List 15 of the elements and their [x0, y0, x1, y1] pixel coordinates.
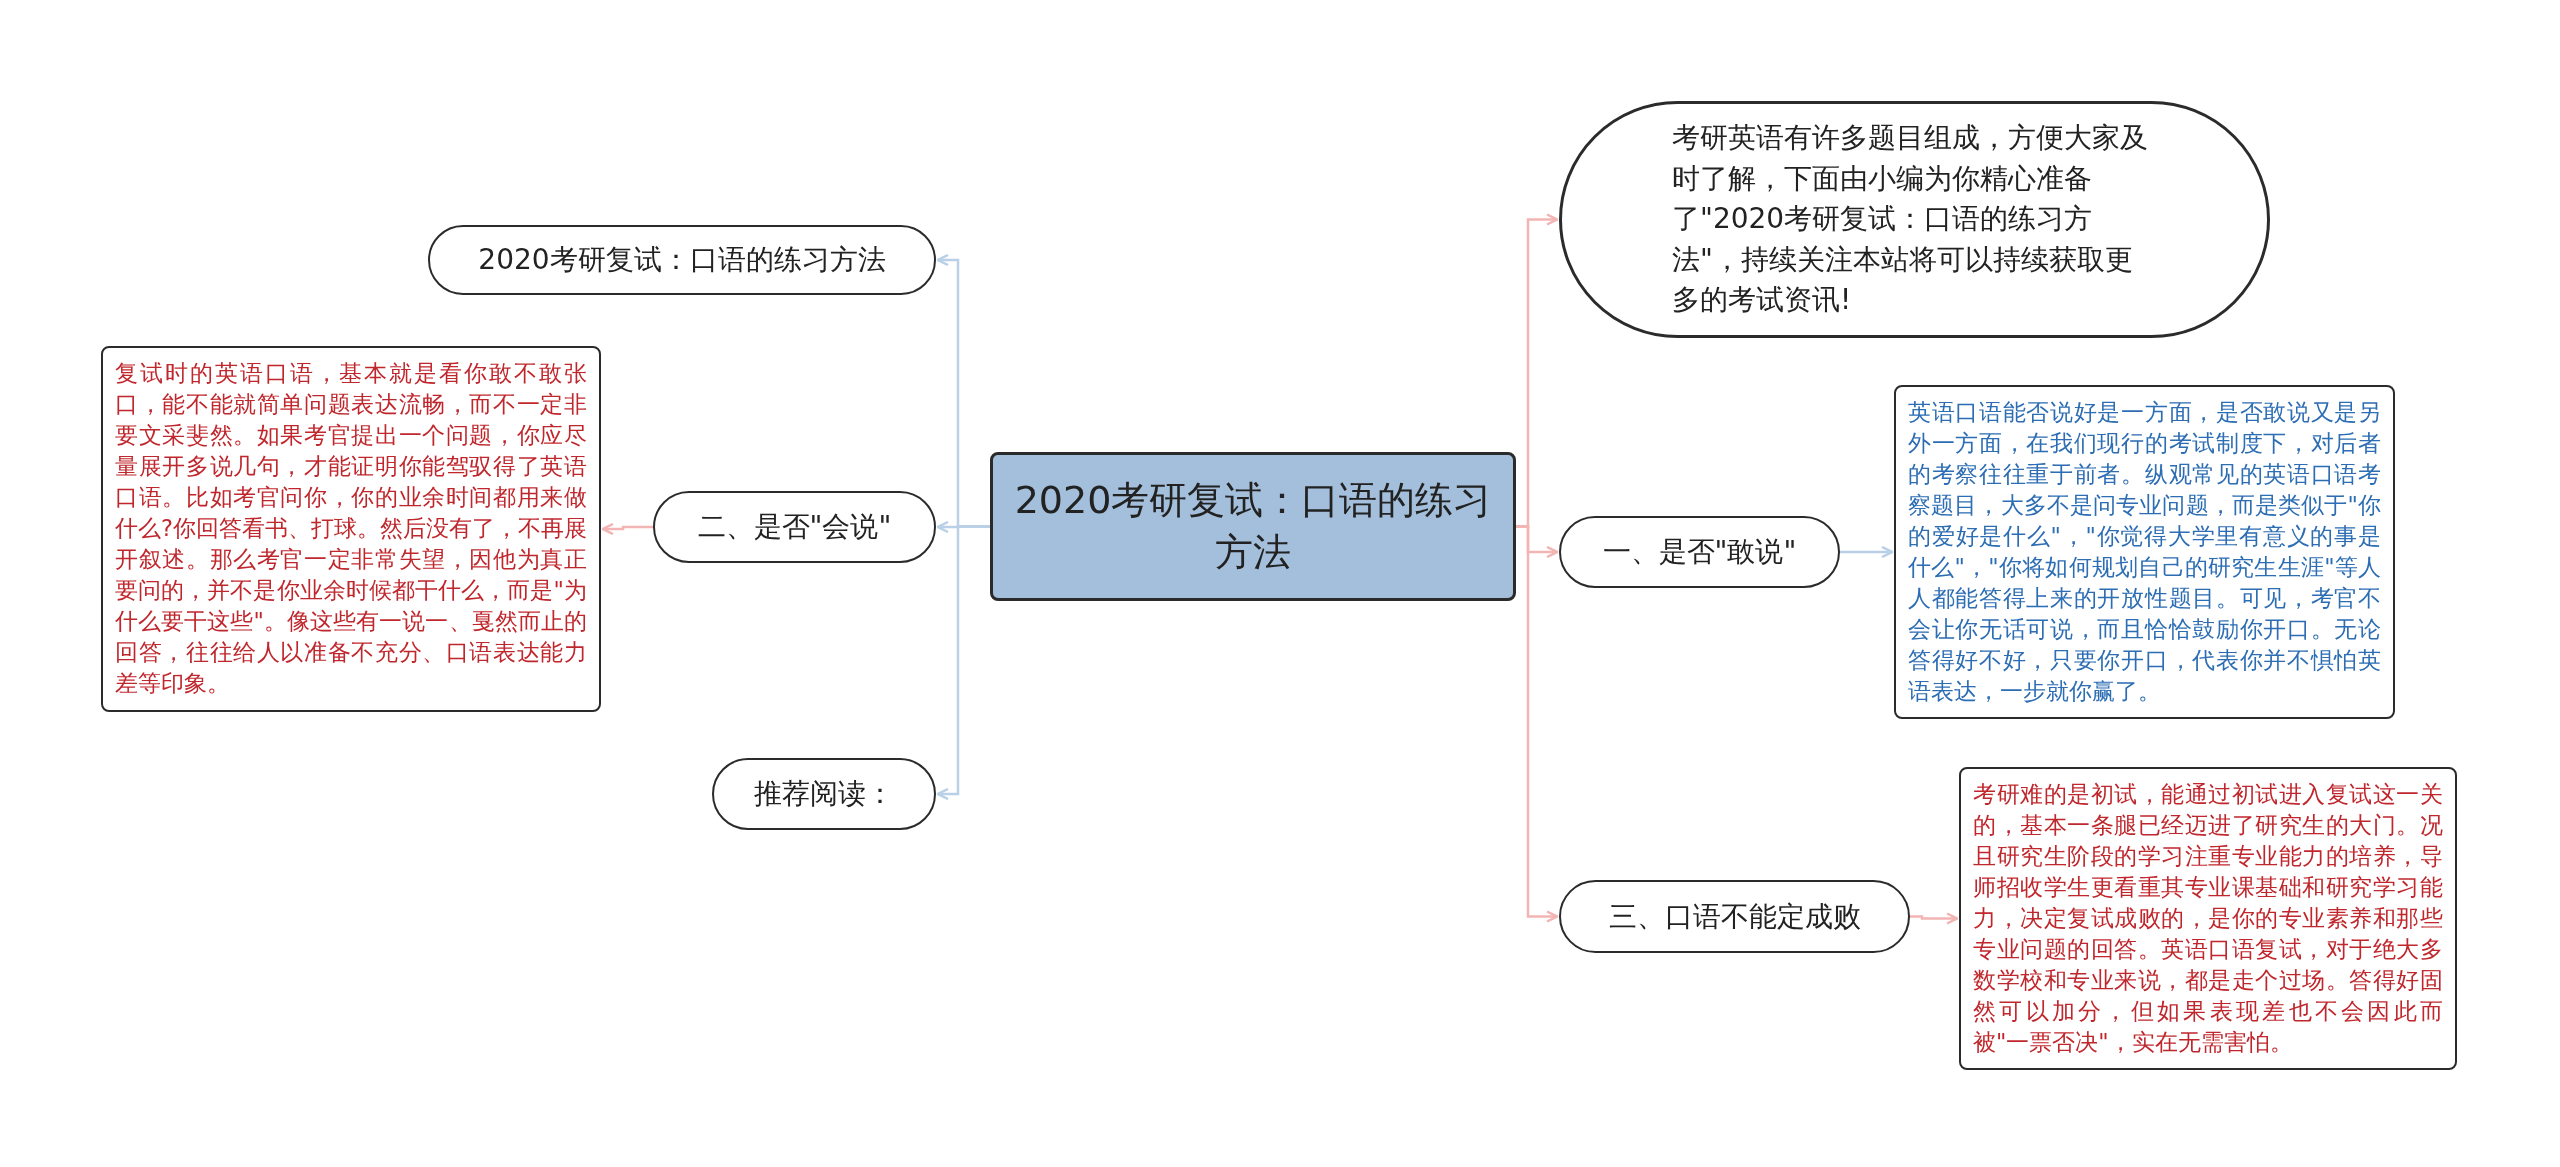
text-box: 复试时的英语口语，基本就是看你敢不敢张口，能不能就简单问题表达流畅，而不一定非要文采斐然。如果考官提出一个问题，你应尽量展开多说几句，才能证明你能驾驭得了英语口语。比如考官问你，你的业余时间都用来做什么?你回答看书、打球。然后没有了，不再展开叙述。那么考官一定非常失望，因他为真正要问的，并不是你业余时候都干什么，而是"为什么要干这些"。像这些有一说一、戛然而止的回答，往往给人以准备不充分、口语表达能力差等印象。	[101, 346, 601, 712]
connector-arrow	[1910, 912, 1959, 925]
topic-pill: 二、是否"会说"	[653, 491, 936, 563]
connector-arrow	[936, 525, 990, 801]
connector-arrow	[601, 522, 653, 536]
topic-pill: 推荐阅读：	[712, 758, 936, 830]
connector-arrow	[1516, 213, 1559, 528]
central-topic-box: 2020考研复试：口语的练习方法	[990, 452, 1516, 601]
connector-arrow	[1516, 525, 1559, 923]
text-box: 英语口语能否说好是一方面，是否敢说又是另外一方面，在我们现行的考试制度下，对后者的考察往往重于前者。纵观常见的英语口语考察题目，大多不是问专业问题，而是类似于"你的爱好是什么"，"你觉得大学里有意义的事是什么"，"你将如何规划自己的研究生生涯"等人人都能答得上来的开放性题目。可见，考官不会让你无话可说，而且恰恰鼓励你开口。无论答得好不好，只要你开口，代表你并不惧怕英语表达，一步就你赢了。	[1894, 385, 2395, 720]
connector-arrow	[1840, 545, 1894, 559]
text-box: 考研难的是初试，能通过初试进入复试这一关的，基本一条腿已经迈进了研究生的大门。况且研究生阶段的学习注重专业能力的培养，导师招收学生更看重其专业课基础和研究学习能力，决定复试成败的，是你的专业素养和那些专业问题的回答。英语口语复试，对于绝大多数学校和专业来说，都是走个过场。答得好固然可以加分，但如果表现差也不会因此而被"一票否决"，实在无需害怕。	[1959, 767, 2457, 1071]
topic-pill: 一、是否"敢说"	[1559, 516, 1840, 588]
topic-pill: 2020考研复试：口语的练习方法	[428, 225, 936, 295]
topic-pill: 三、口语不能定成败	[1559, 880, 1910, 953]
